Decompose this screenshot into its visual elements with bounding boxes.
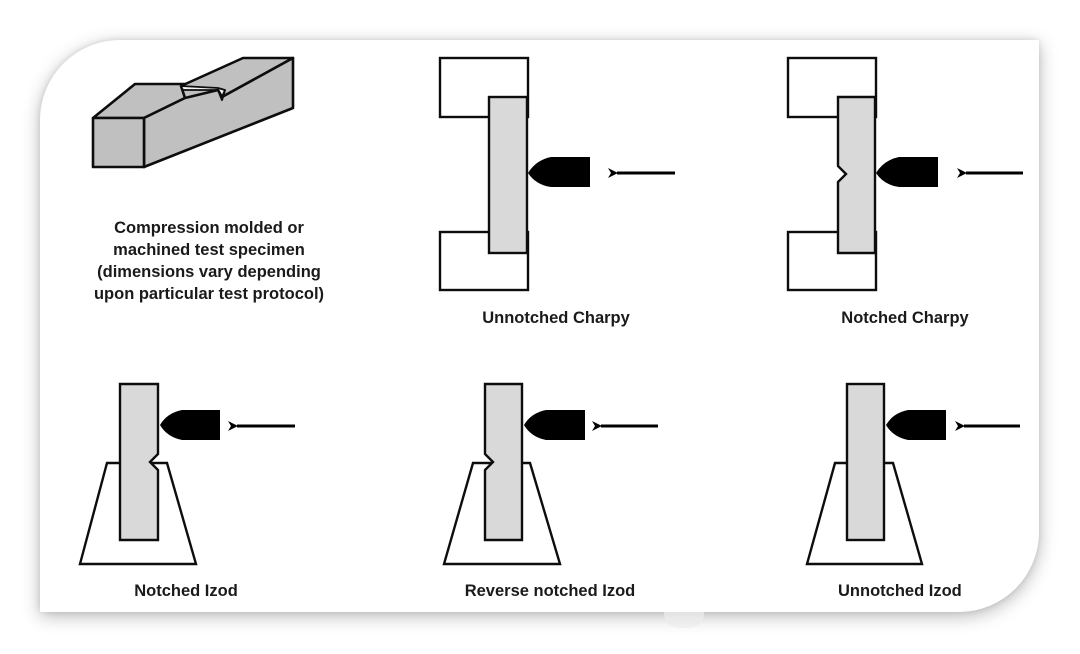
- label-notched-charpy: Notched Charpy: [841, 309, 969, 327]
- label-unnotched-charpy: Unnotched Charpy: [482, 309, 630, 327]
- striker-icon: [528, 157, 590, 187]
- specimen: [483, 382, 524, 542]
- caption-line: machined test specimen: [113, 241, 305, 259]
- notched-izod-figure: [78, 382, 295, 566]
- anvil-bottom: [438, 230, 530, 292]
- specimen: [845, 382, 886, 542]
- notched-charpy-figure: [786, 56, 1023, 292]
- test-specimen-bar: [91, 56, 295, 169]
- label-unnotched-izod: Unnotched Izod: [838, 582, 962, 600]
- unnotched-izod-figure: [805, 382, 1020, 566]
- caption-line: Compression molded or: [114, 219, 304, 237]
- specimen-side-face: [142, 56, 295, 169]
- page-curl: [664, 612, 704, 628]
- reverse-notched-izod-figure: [442, 382, 658, 566]
- label-reverse-notched-izod: Reverse notched Izod: [464, 582, 636, 600]
- caption-line: (dimensions vary depending: [97, 263, 321, 281]
- striker-icon: [160, 410, 220, 440]
- specimen: [836, 95, 877, 255]
- specimen: [487, 95, 529, 255]
- striker-icon: [524, 410, 585, 440]
- label-notched-izod: Notched Izod: [134, 582, 238, 600]
- striker-icon: [886, 410, 946, 440]
- specimen-end-face: [91, 116, 146, 169]
- caption-line: upon particular test protocol): [93, 285, 325, 303]
- unnotched-charpy-figure: [438, 56, 675, 292]
- specimen-caption: Compression molded or machined test spec…: [78, 217, 340, 305]
- label-clip: Unnotched Izod: [838, 580, 982, 604]
- specimen: [118, 382, 160, 542]
- striker-icon: [876, 157, 938, 187]
